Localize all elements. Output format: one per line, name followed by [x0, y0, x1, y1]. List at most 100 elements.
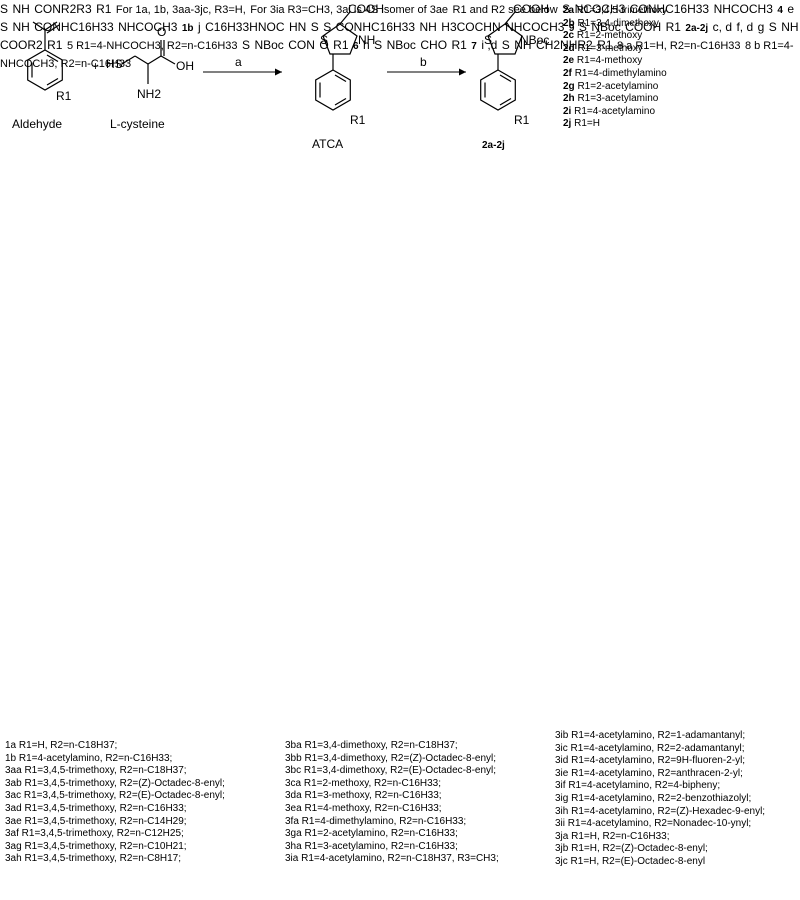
- reagent-g: g: [757, 20, 765, 34]
- label-text: 2g: [563, 80, 575, 92]
- label-text: R1=4-methoxy: [576, 55, 643, 67]
- h3cocnh-group: H3COCHN: [441, 20, 501, 34]
- list-item: 3ad R1=3,4,5-trimethoxy, R2=n-C16H33;: [5, 802, 187, 814]
- list-item: 3ea R1=4-methoxy, R2=n-C16H33;: [285, 802, 442, 814]
- list-item: 3bc R1=3,4-dimethoxy, R2=(E)-Octadec-8-e…: [285, 765, 497, 777]
- ring-s: S: [0, 2, 9, 16]
- list-item: 3ie R1=4-acetylamino, R2=anthracen-2-yl;: [555, 767, 743, 779]
- arrow-h: h S NBoc CHO R1 7 i ,d S NH CH2NHR2 R1 8…: [0, 36, 794, 867]
- ring-nh: NH: [12, 2, 30, 16]
- r1-substituent: R1: [514, 113, 530, 127]
- list-item: 2e R1=4-methoxy: [563, 55, 667, 68]
- compound-list-col2: 3ba R1=3,4-dimethoxy, R2=n-C18H37; 3bb R…: [285, 740, 499, 866]
- list-item: 3af R1=3,4,5-trimethoxy, R2=n-C12H25;: [5, 828, 184, 840]
- conr2r3-group: CONR2R3: [34, 2, 92, 16]
- ring-s: S: [320, 33, 328, 47]
- atca-structure: S NH COOH R1 ATCA: [312, 2, 384, 151]
- list-item: 3ba R1=3,4-dimethoxy, R2=n-C18H37;: [285, 740, 458, 751]
- cysteine-label: L-cysteine: [110, 117, 165, 131]
- list-item: 3ag R1=3,4,5-trimethoxy, R2=n-C10H21;: [5, 840, 187, 852]
- r1-substituent: R1: [333, 38, 349, 52]
- list-item: 3da R1=3-methoxy, R2=n-C16H33;: [285, 790, 442, 802]
- arrow-e: e S NH CONHC16H33 NHCOCH3 1b j C16H33HNO…: [0, 0, 799, 867]
- label-text: R1=4-acetylamino: [574, 105, 655, 117]
- ring-s: S: [374, 38, 383, 52]
- ring-s: S: [578, 20, 587, 34]
- label-text: 2d: [563, 42, 575, 54]
- label-text: R1=2-acetylamino: [577, 80, 659, 92]
- s-right: S: [323, 20, 332, 34]
- list-item: 2g R1=2-acetylamino: [563, 81, 667, 94]
- reagent-j: j: [198, 20, 201, 34]
- label-text: R1=3-acetylamino: [577, 93, 659, 105]
- cysteine-structure: HS O OH NH2 L-cysteine: [106, 25, 194, 131]
- compound-list-col1: 1a R1=H, R2=n-C18H37; 1b R1=4-acetylamin…: [5, 740, 225, 866]
- compound-2-structure: S NBoc COOH R1 2a-2j: [480, 2, 549, 151]
- r1-substituent: R1: [451, 38, 467, 52]
- list-item: 3jb R1=H, R2=(Z)-Octadec-8-enyl;: [555, 843, 708, 855]
- ring-nh: NH: [781, 20, 799, 34]
- label-text: 2b: [563, 17, 575, 29]
- compound-5-structure: S NH COOR2 R1: [0, 18, 799, 53]
- oh-group: OH: [176, 59, 194, 73]
- list-item: 3ic R1=4-acetylamino, R2=2-adamantanyl;: [555, 742, 745, 754]
- label-text: 2c: [563, 30, 575, 42]
- branch-to-1: c, d f, d g S NH COOR2 R1 5 R1=4-NHCOCH3…: [0, 18, 799, 867]
- compound-7-label: 7: [471, 41, 477, 52]
- list-item: 3ia R1=4-acetylamino, R2=n-C18H37, R3=CH…: [285, 853, 499, 865]
- carbonyl-o: O: [157, 25, 166, 39]
- label-text: R1=2-methoxy: [576, 30, 643, 42]
- label-text: 2i: [563, 105, 572, 117]
- arrow-id: i ,d S NH CH2NHR2 R1 8 a R1=H, R2=n-C16H…: [0, 36, 794, 867]
- list-item: 3ga R1=2-acetylamino, R2=n-C16H33;: [285, 828, 458, 840]
- branch-to-5: c, d f, d g S NH COOR2 R1 5 R1=4-NHCOCH3…: [0, 18, 799, 867]
- list-item: 3ih R1=4-acetylamino, R2=(Z)-Hexadec-9-e…: [555, 805, 766, 817]
- nhcoch3-group: NHCOCH3: [505, 20, 565, 34]
- label-text: 2a: [563, 5, 575, 16]
- compound-2-start-structure: S NBoc COOH R1 2a-2j: [579, 18, 713, 35]
- ring-nh: NH: [12, 20, 30, 34]
- label-text: R1=H: [574, 118, 600, 130]
- ch2nhr2-group: CH2NHR2: [536, 38, 593, 52]
- nh2-group: NH2: [137, 87, 161, 101]
- reagent-cd: c, d: [712, 20, 732, 34]
- ring-s: S: [241, 38, 250, 52]
- aldehyde-label: Aldehyde: [12, 117, 62, 131]
- list-item: 3ja R1=H, R2=n-C16H33;: [555, 830, 670, 842]
- r1-substituent: R1: [665, 20, 681, 34]
- list-item: 3aa R1=3,4,5-trimethoxy, R2=n-C18H37;: [5, 765, 187, 777]
- list-item: 3ib R1=4-acetylamino, R2=1-adamantanyl;: [555, 730, 746, 741]
- ring-ncoch3: NCOCH3: [574, 2, 626, 16]
- list-item: 3ab R1=3,4,5-trimethoxy, R2=(Z)-Octadec-…: [5, 777, 225, 789]
- list-item: 3ac R1=3,4,5-trimethoxy, R2=(E)-Octadec-…: [5, 790, 225, 802]
- r1-substituent: R1: [597, 38, 613, 52]
- compound-7-structure: S NBoc CHO R1 7: [374, 36, 481, 53]
- conhc16-group: CONHC16H33: [629, 2, 710, 16]
- s-left: S: [310, 20, 319, 34]
- c16hnoc-group: C16H33HNOC: [205, 20, 285, 34]
- list-item: 3ii R1=4-acetylamino, R2=Nonadec-10-ynyl…: [555, 818, 752, 830]
- list-item: 2b R1=3,4-dimethoxy: [563, 18, 667, 31]
- ring-nh: NH: [358, 33, 375, 47]
- note-8b: 8 b R1=4-NHCOCH3, R2=n-C16H33: [0, 40, 794, 70]
- note-1-line2: For 3ia R3=CH3, 3ai is 4S isomer of 3ae: [250, 4, 449, 16]
- coor2-group: COOR2: [0, 38, 43, 52]
- list-item: 2i R1=4-acetylamino: [563, 106, 667, 119]
- compound-6-label: 6: [352, 41, 359, 52]
- ring-s: S: [501, 38, 510, 52]
- reagent-a: a: [235, 55, 242, 69]
- list-item: 3ah R1=3,4,5-trimethoxy, R2=n-C8H17;: [5, 853, 182, 865]
- note-1-line1: For 1a, 1b, 3aa-3jc, R3=H,: [115, 4, 246, 16]
- list-item: 1a R1=H, R2=n-C18H37;: [5, 740, 118, 751]
- aldehyde-structure: R1 Aldehyde: [12, 21, 72, 131]
- compound-2-start-label: 2a-2j: [685, 23, 709, 34]
- reagent-fd: f, d: [736, 20, 754, 34]
- list-item: 3ae R1=3,4,5-trimethoxy, R2=n-C14H29;: [5, 815, 187, 827]
- compound-4-structure: S NCOCH3 CONHC16H33 NHCOCH3 4: [562, 0, 787, 17]
- compound-9-label: 9: [568, 23, 575, 34]
- branch-to-6: c, d f, d g S NH COOR2 R1 5 R1=4-NHCOCH3…: [0, 18, 799, 867]
- ring-nboc: NBoc: [386, 38, 416, 52]
- r1-list-2: 2a R1=3,4,5-trimethoxy 2b R1=3,4-dimetho…: [563, 5, 667, 131]
- label-text: R1=3,4-dimethoxy: [577, 17, 659, 29]
- note-1-line3: R1 and R2 see below: [452, 4, 558, 16]
